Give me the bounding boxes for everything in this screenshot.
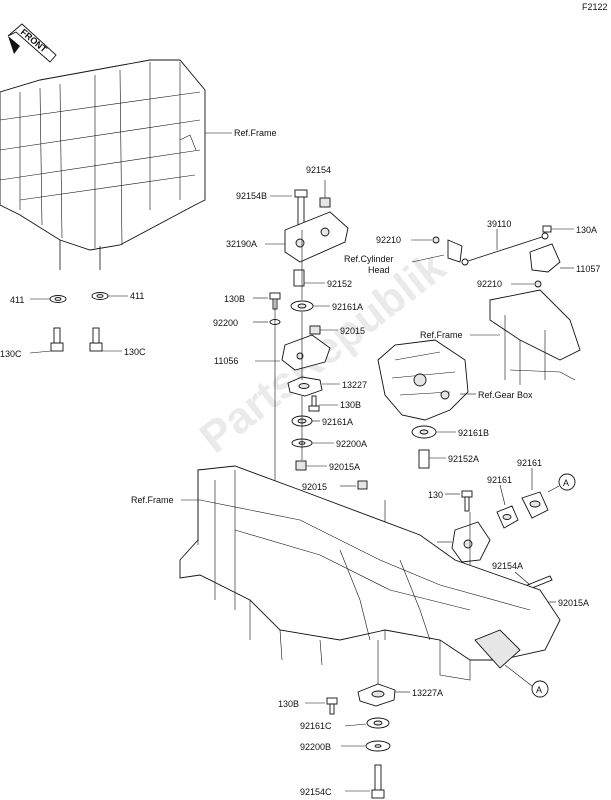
label-130b-b: 130B xyxy=(340,400,361,410)
label-39110: 39110 xyxy=(487,219,511,229)
nut-92015a-a xyxy=(295,460,307,471)
bracket-11057 xyxy=(529,243,561,273)
circle-marker-a-bottom: A xyxy=(531,680,549,698)
label-92161a-a: 92161A xyxy=(332,302,363,312)
label-130c-a: 130C xyxy=(0,349,22,359)
bolt-130a xyxy=(542,225,552,233)
frame-upper-left xyxy=(0,59,232,270)
label-32190a: 32190A xyxy=(226,239,257,249)
label-92154c: 92154C xyxy=(300,787,332,797)
front-badge-text: FRONT xyxy=(19,27,50,55)
rod-39110 xyxy=(461,232,549,266)
label-92200: 92200 xyxy=(213,318,238,328)
label-92015a-a: 92015A xyxy=(329,462,360,472)
label-411-a: 411 xyxy=(10,295,24,305)
marker-a-bottom-text: A xyxy=(536,685,542,695)
label-92154a: 92154A xyxy=(492,561,523,571)
bolt-130 xyxy=(461,490,473,512)
damper-92161-a xyxy=(521,491,549,519)
bolt-130c-right xyxy=(89,327,103,352)
bracket-11056 xyxy=(281,334,331,371)
label-92015-a: 92015 xyxy=(340,326,365,336)
label-130b-c: 130B xyxy=(278,699,299,709)
figure-id: F2122 xyxy=(582,2,608,12)
label-92161-b: 92161 xyxy=(487,475,512,485)
circle-marker-a-top: A xyxy=(558,473,576,491)
label-ref-frame-mid: Ref.Frame xyxy=(420,330,463,340)
bolt-130b-c xyxy=(326,697,338,715)
washer-92200b xyxy=(365,740,391,752)
bolt-130c-left xyxy=(50,327,64,352)
label-130c-b: 130C xyxy=(124,347,146,357)
nut-92015-a xyxy=(309,325,321,335)
label-92154: 92154 xyxy=(306,165,331,175)
label-411-b: 411 xyxy=(130,291,144,301)
bolt-92154b xyxy=(294,189,308,226)
bolt-130b-b xyxy=(308,395,320,412)
damper-92161-b xyxy=(496,505,519,529)
label-92154b: 92154B xyxy=(236,191,267,201)
label-ref-frame-top: Ref.Frame xyxy=(234,128,277,138)
label-11057: 11057 xyxy=(576,264,600,274)
label-130: 130 xyxy=(428,490,443,500)
marker-a-top-text: A xyxy=(563,478,569,488)
damper-92161b xyxy=(411,425,437,439)
label-92015a-b: 92015A xyxy=(558,598,589,608)
label-92200a: 92200A xyxy=(336,439,367,449)
spacer-92152 xyxy=(293,269,305,287)
plate-13227 xyxy=(287,376,323,397)
label-ref-cylinder-head-1: Ref.Cylinder xyxy=(344,254,394,264)
washer-411-right xyxy=(91,292,109,300)
nut-92210-a xyxy=(432,236,440,244)
label-92161-a: 92161 xyxy=(517,458,542,468)
label-92152: 92152 xyxy=(327,279,352,289)
gear-box xyxy=(377,339,469,421)
front-arrow-icon: FRONT xyxy=(7,23,57,63)
label-ref-gear-box: Ref.Gear Box xyxy=(478,390,533,400)
bracket-32190 xyxy=(451,521,491,563)
bolt-92154c xyxy=(371,764,385,799)
nut-92015-b xyxy=(357,480,368,490)
label-ref-frame-low: Ref.Frame xyxy=(131,495,174,505)
nut-92154 xyxy=(319,197,331,208)
label-130b-a: 130B xyxy=(224,294,245,304)
plate-13227a xyxy=(357,683,396,707)
label-ref-cylinder-head-2: Head xyxy=(368,265,390,275)
cylinder-head-boss xyxy=(447,239,463,263)
label-11056: 11056 xyxy=(214,356,238,366)
label-92210-b: 92210 xyxy=(477,279,502,289)
label-92210-a: 92210 xyxy=(376,235,401,245)
bracket-32190a xyxy=(284,211,349,263)
label-130a: 130A xyxy=(576,225,597,235)
label-92161b: 92161B xyxy=(458,428,489,438)
label-92161a-b: 92161A xyxy=(322,417,353,427)
label-92200b: 92200B xyxy=(300,742,331,752)
damper-92161a-top xyxy=(290,300,314,312)
frame-lower-main xyxy=(179,465,561,681)
spacer-92152a xyxy=(418,449,430,469)
label-92152a: 92152A xyxy=(448,454,479,464)
washer-411-left xyxy=(49,295,67,303)
label-92015-b: 92015 xyxy=(302,482,327,492)
frame-upper-right xyxy=(489,289,581,385)
label-92161c: 92161C xyxy=(300,721,332,731)
label-13227: 13227 xyxy=(342,380,367,390)
damper-92161c xyxy=(366,717,390,729)
nut-92210-b xyxy=(534,280,542,288)
label-13227a: 13227A xyxy=(412,688,443,698)
